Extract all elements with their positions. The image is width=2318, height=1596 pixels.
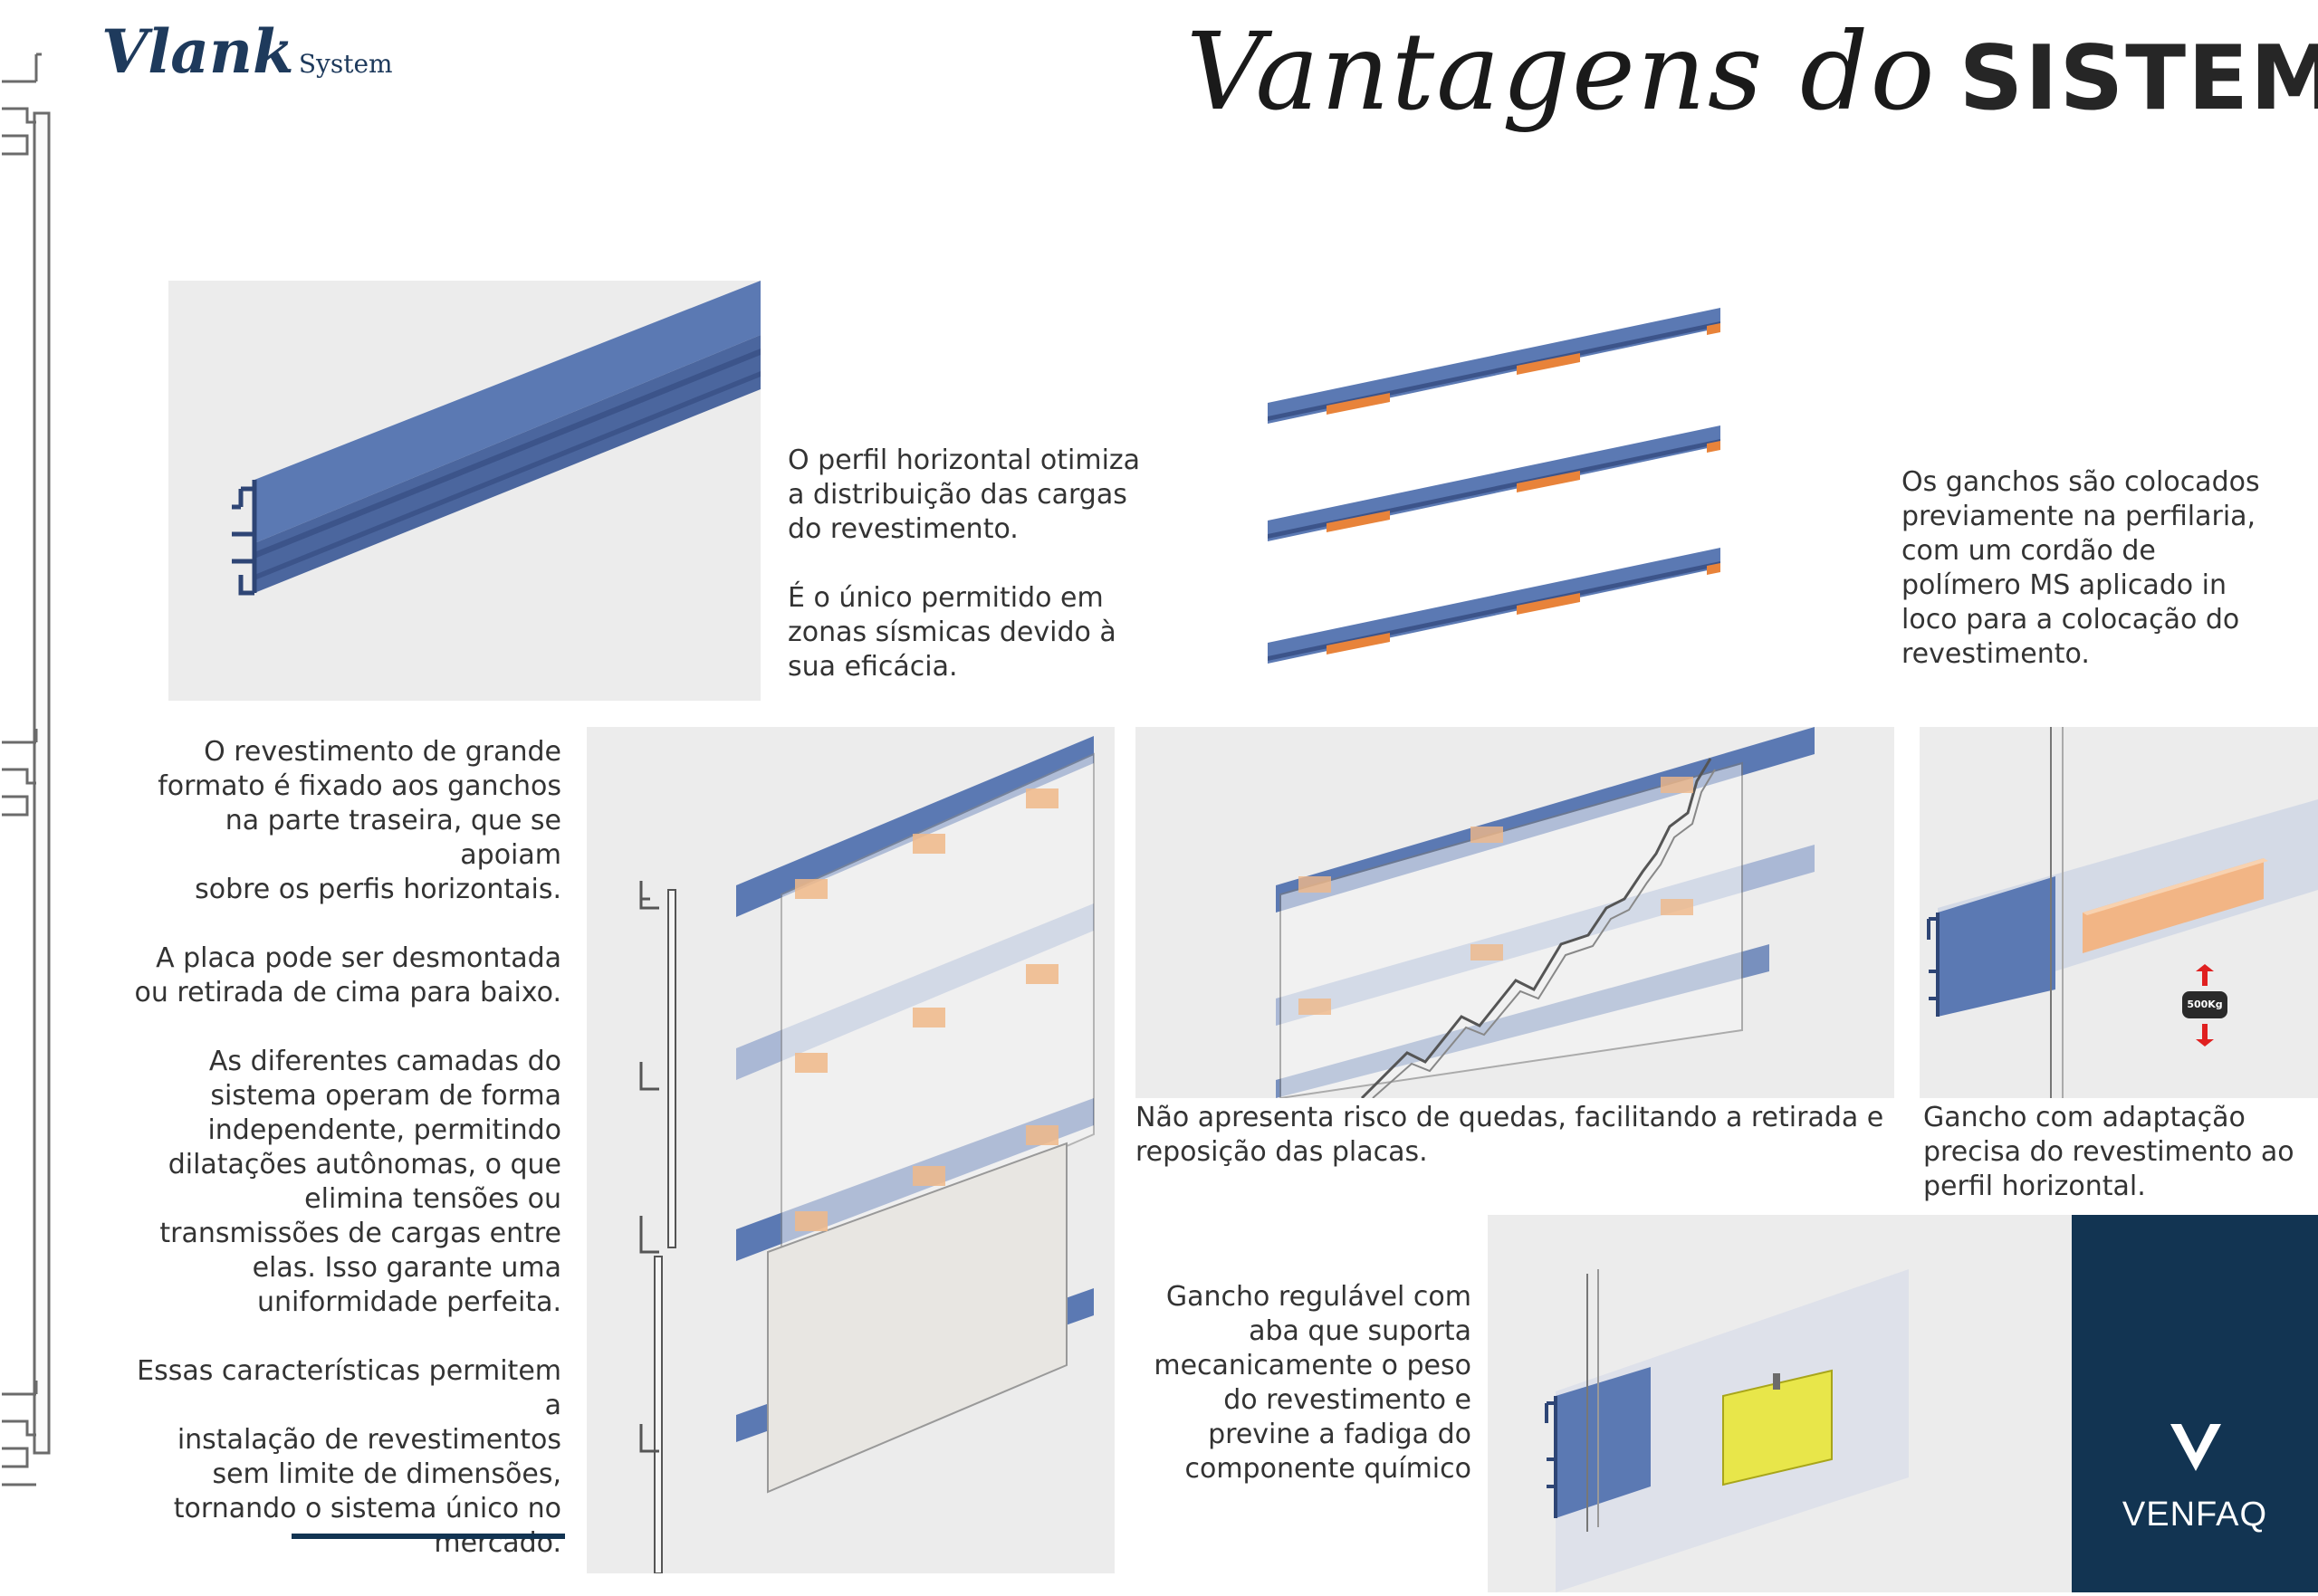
weight-badge: 500Kg [2187,999,2223,1010]
text-no-falls: Não apresenta risco de quedas, facilitan… [1135,1102,1884,1168]
text-large-format: O revestimento de grande formato é fixad… [134,736,561,1559]
adjustable-hook-illustration [1545,1269,1909,1592]
rails-with-hooks-illustration [1268,308,1720,664]
venfaq-icon [2170,1424,2221,1471]
vertical-profile-strip [2,53,51,1486]
logo-brand-suffix: System [298,49,393,79]
assembly-illustration [639,736,1095,1574]
divider-line [292,1534,565,1539]
text-hook-adaptation: Gancho com adaptação precisa do revestim… [1923,1102,2294,1202]
venfaq-logo-block: VENFAQ [2072,1215,2318,1592]
horizontal-profile-illustration [232,281,761,596]
title-script: Vantagens do [1186,9,1937,134]
horizontal-profile-panel [168,281,761,701]
text-horizontal-profile: O perfil horizontal otimiza a distribuiç… [788,444,1141,683]
no-falls-panel [1135,727,1894,1100]
logo: Vlank System [101,16,393,87]
text-adjustable-hook: Gancho regulável com aba que suporta mec… [1154,1281,1471,1485]
page-title: Vantagens do SISTEMA [1186,9,2318,134]
text-hooks-placed: Os ganchos são colocados previamente na … [1901,466,2260,670]
assembly-panel [587,727,1115,1574]
title-bold: SISTEMA [1959,27,2318,130]
no-falls-illustration [1276,727,1815,1100]
venfaq-name: VENFAQ [2122,1496,2268,1534]
hook-closeup-illustration [1927,727,2318,1098]
adjustable-hook-panel [1488,1215,2072,1592]
logo-brand-name: Vlank [101,16,294,87]
hook-closeup-panel: 500Kg [1920,727,2318,1098]
